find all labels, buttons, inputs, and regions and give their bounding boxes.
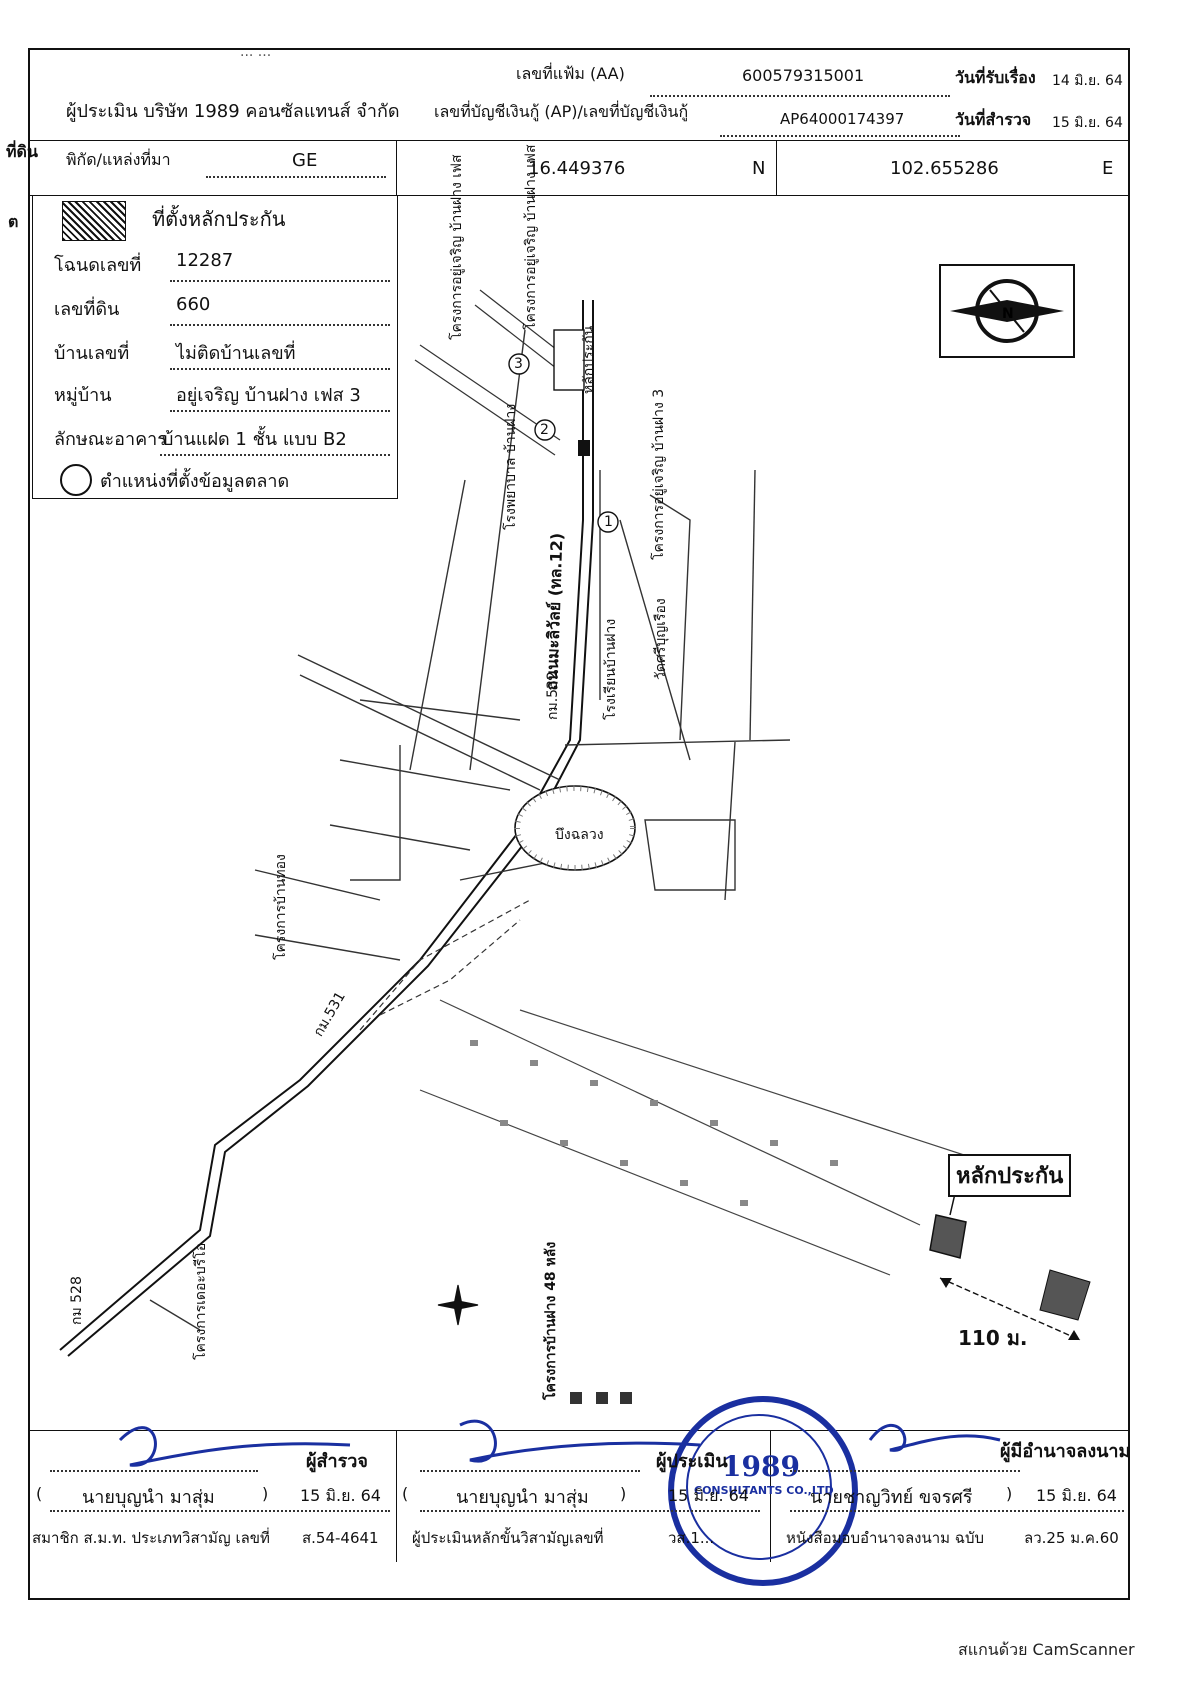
appraiser-paren-open: ( [402,1484,409,1503]
authorized-date: 15 มิ.ย. 64 [1036,1486,1117,1505]
marker-3: 3 [514,356,523,372]
latitude-dir: N [752,158,766,179]
surveyor-paren-open: ( [36,1484,43,1503]
legend-row-land-label: เลขที่ดิน [54,299,120,320]
coord-source: GE [292,150,318,171]
appraiser-license-no: วส.1... [668,1529,715,1547]
legend-row-village-value: อยู่เจริญ บ้านฝาง เฟส 3 [176,385,361,406]
legend-row-land-value: 660 [176,294,211,315]
marker-1: 1 [604,514,613,530]
legend-box [32,195,398,499]
latitude: 16.449376 [528,158,626,179]
survey-value: 15 มิ.ย. 64 [1052,115,1123,131]
authorized-ref-label: หนังสือมอบอำนาจลงนาม ฉบับ [786,1529,985,1547]
authorized-name: นายชาญวิทย์ ขจรศรี [810,1487,973,1508]
legend-row-village-label: หมู่บ้าน [54,385,112,406]
legend-row-building-label: ลักษณะอาคาร [54,429,167,450]
file-no-value: 600579315001 [742,66,865,85]
legend-row-house-label: บ้านเลขที่ [54,343,130,364]
longitude-dir: E [1102,158,1114,179]
account-label: เลขที่บัญชีเงินกู้ (AP)/เลขที่บัญชีเงินก… [434,102,689,121]
legend-row-building-value: บ้านแฝด 1 ชั้น แบบ B2 [162,429,347,450]
camscanner-watermark: สแกนด้วย CamScanner [958,1640,1135,1659]
collateral-plot [929,1214,967,1259]
surveyor-member-label: สมาชิก ส.ม.ท. ประเภทวิสามัญ เลขที่ [32,1529,270,1547]
distance-label: 110 ม. [958,1326,1028,1350]
surveyor-member-no: ส.54-4641 [302,1529,379,1547]
received-label: วันที่รับเรื่อง [955,68,1036,87]
svg-text:N: N [1002,306,1014,322]
appraiser-company: ผู้ประเมิน บริษัท 1989 คอนซัลแทนส์ จำกัด [66,101,400,122]
market-marker-icon [60,464,92,496]
surveyor-name: นายบุญนำ มาสุ่ม [82,1487,215,1508]
side-mark: ต [8,212,19,231]
surveyor-title: ผู้สำรวจ [306,1451,368,1472]
appraiser-title: ผู้ประเมิน [656,1451,728,1472]
longitude: 102.655286 [890,158,999,179]
account-value: AP64000174397 [780,110,905,128]
appraiser-paren-close: ) [620,1484,627,1503]
stamp-text: CONSULTANTS CO.,LTD [694,1484,834,1497]
surveyor-paren-close: ) [262,1484,269,1503]
stamp-year: 1989 [722,1450,800,1483]
appraiser-license-label: ผู้ประเมินหลักขั้นวิสามัญเลขที่ [412,1529,604,1547]
coord-label: พิกัด/แหล่งที่มา [66,150,171,169]
swamp-label: บึงฉลวง [555,827,604,843]
land-label: ที่ดิน [6,142,38,161]
collateral-swatch [62,201,126,241]
surveyor-date: 15 มิ.ย. 64 [300,1486,381,1505]
north-arrow-icon: N [939,264,1075,358]
legend-row-deed-label: โฉนดเลขที่ [54,255,142,276]
appraiser-date: 15 มิ.ย. 64 [668,1486,749,1505]
legend-row-house-value: ไม่ติดบ้านเลขที่ [176,343,296,364]
legend-title: ที่ตั้งหลักประกัน [152,207,286,231]
authorized-ref-no: ลว.25 ม.ค.60 [1024,1529,1119,1547]
collateral-callout: หลักประกัน [948,1154,1072,1197]
appraiser-name: นายบุญนำ มาสุ่ม [456,1487,589,1508]
survey-label: วันที่สำรวจ [955,110,1032,129]
received-value: 14 มิ.ย. 64 [1052,73,1123,89]
authorized-title: ผู้มีอำนาจลงนาม [1000,1441,1131,1462]
top-cut-text: ... ... [240,44,272,60]
authorized-paren-close: ) [1006,1484,1013,1503]
marker-2: 2 [540,422,549,438]
legend-row-deed-value: 12287 [176,250,234,271]
market-label: ตำแหน่งที่ตั้งข้อมูลตลาด [100,471,290,492]
company-stamp [668,1396,858,1586]
file-no-label: เลขที่แฟ้ม (AA) [516,64,625,83]
